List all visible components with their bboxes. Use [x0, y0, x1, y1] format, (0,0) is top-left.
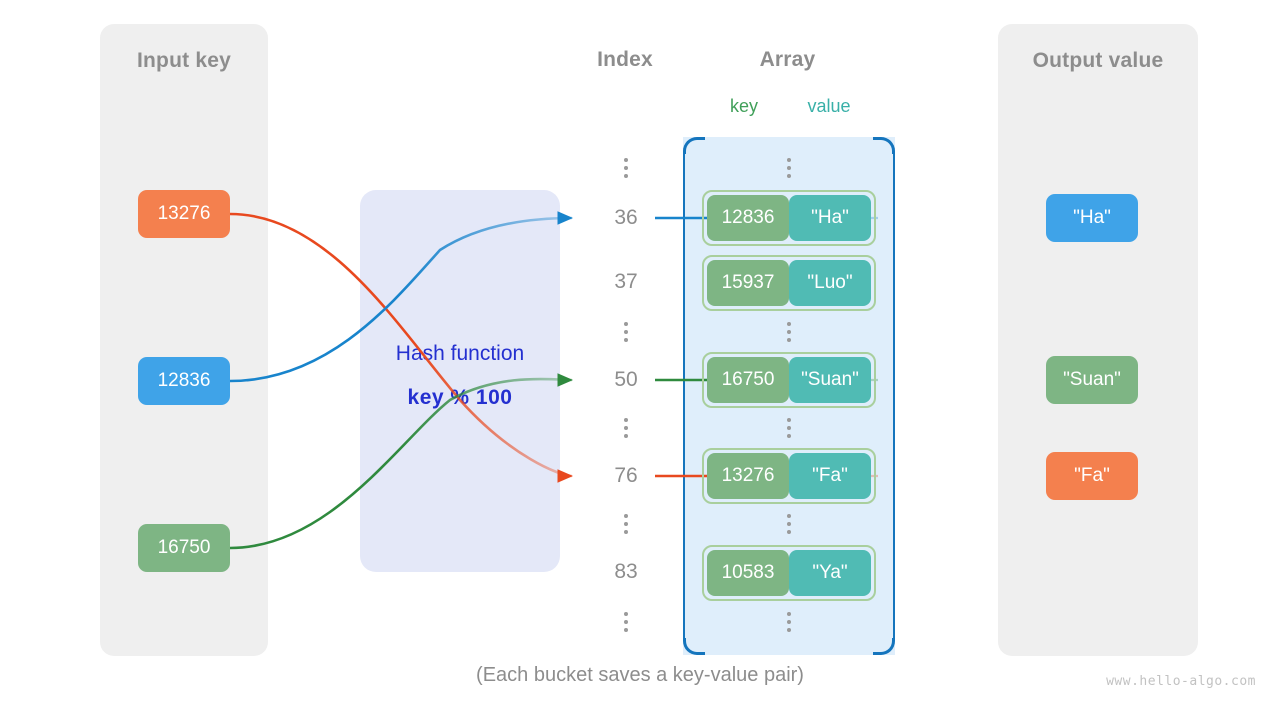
array-bucket-50[interactable]: 16750 "Suan" — [702, 352, 876, 408]
output-value-chip-Fa[interactable]: "Fa" — [1046, 452, 1138, 500]
array-bracket-right — [872, 137, 895, 655]
index-ellipsis-4 — [621, 514, 631, 534]
hash-function-box: Hash function key % 100 — [360, 190, 560, 572]
bucket-key-15937: 15937 — [707, 260, 789, 306]
hash-function-label: Hash function — [395, 342, 525, 365]
bucket-value-Suan: "Suan" — [789, 357, 871, 403]
array-bucket-36[interactable]: 12836 "Ha" — [702, 190, 876, 246]
bucket-key-12836: 12836 — [707, 195, 789, 241]
diagram-caption: (Each bucket saves a key-value pair) — [476, 664, 804, 686]
input-key-chip-12836[interactable]: 12836 — [138, 357, 230, 405]
array-value-header: value — [807, 96, 851, 116]
array-ellipsis-2 — [784, 322, 794, 342]
bucket-key-16750: 16750 — [707, 357, 789, 403]
array-ellipsis-top — [784, 158, 794, 178]
output-value-panel: Output value — [998, 24, 1198, 656]
bucket-value-Luo: "Luo" — [789, 260, 871, 306]
bucket-key-13276: 13276 — [707, 453, 789, 499]
input-key-chip-13276[interactable]: 13276 — [138, 190, 230, 238]
index-label-36: 36 — [614, 206, 638, 229]
array-bucket-76[interactable]: 13276 "Fa" — [702, 448, 876, 504]
index-label-76: 76 — [614, 464, 638, 487]
array-bucket-37[interactable]: 15937 "Luo" — [702, 255, 876, 311]
index-ellipsis-top — [621, 158, 631, 178]
bucket-value-Fa: "Fa" — [789, 453, 871, 499]
input-key-title: Input key — [137, 49, 231, 72]
input-key-chip-16750[interactable]: 16750 — [138, 524, 230, 572]
output-value-chip-Ha[interactable]: "Ha" — [1046, 194, 1138, 242]
array-bucket-83[interactable]: 10583 "Ya" — [702, 545, 876, 601]
array-ellipsis-4 — [784, 514, 794, 534]
index-label-83: 83 — [614, 560, 638, 583]
array-column-title: Array — [759, 48, 816, 71]
array-key-header: key — [729, 96, 758, 116]
index-label-37: 37 — [614, 270, 638, 293]
hash-function-expression: key % 100 — [407, 386, 513, 409]
site-watermark: www.hello-algo.com — [1106, 674, 1256, 689]
array-ellipsis-3 — [784, 418, 794, 438]
output-value-title: Output value — [1032, 49, 1164, 72]
output-value-chip-Suan[interactable]: "Suan" — [1046, 356, 1138, 404]
index-label-50: 50 — [614, 368, 638, 391]
bucket-key-10583: 10583 — [707, 550, 789, 596]
bucket-value-Ya: "Ya" — [789, 550, 871, 596]
array-ellipsis-bottom — [784, 612, 794, 632]
index-ellipsis-2 — [621, 322, 631, 342]
array-bracket-left — [683, 137, 706, 655]
index-column-title: Index — [597, 48, 653, 71]
index-ellipsis-3 — [621, 418, 631, 438]
index-ellipsis-bottom — [621, 612, 631, 632]
bucket-value-Ha: "Ha" — [789, 195, 871, 241]
